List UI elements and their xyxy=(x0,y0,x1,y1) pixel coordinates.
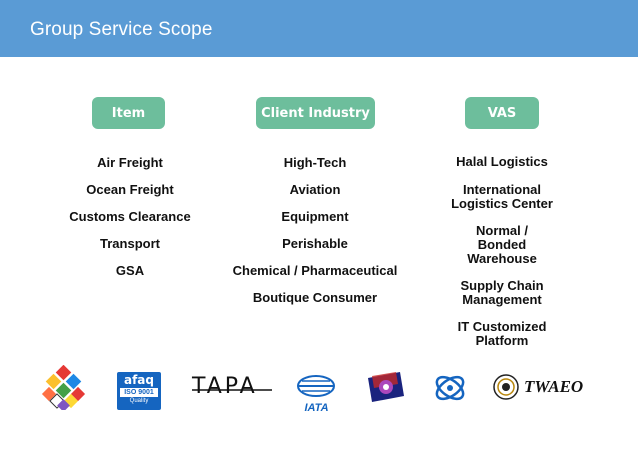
tapa-underline-icon xyxy=(192,389,272,391)
item-header-pill: Item xyxy=(92,97,165,129)
hazmat-diamonds-logo xyxy=(41,365,86,410)
list-item: Perishable xyxy=(282,236,348,251)
list-item: Air Freight xyxy=(97,155,163,170)
blue-knot-logo xyxy=(435,375,465,401)
page-title: Group Service Scope xyxy=(30,19,213,40)
list-item: Transport xyxy=(100,236,160,251)
vas-header-pill: VAS xyxy=(465,97,539,129)
client-industry-list: High-Tech Aviation Equipment Perishable … xyxy=(222,156,408,318)
list-item: Supply Chain Management xyxy=(460,278,544,307)
hazard-diamond-icon xyxy=(41,365,86,410)
list-item: International Logistics Center xyxy=(451,182,553,211)
list-item: Equipment xyxy=(281,209,349,224)
flag-emblem-logo xyxy=(368,372,404,402)
tapa-label: TAPA xyxy=(192,374,258,399)
list-item: High-Tech xyxy=(283,155,347,170)
title-bar: Group Service Scope xyxy=(0,0,638,57)
quality-label: Quality xyxy=(129,398,149,404)
vas-list: Halal Logistics International Logistics … xyxy=(436,155,568,348)
list-item: Customs Clearance xyxy=(69,209,191,224)
iso-label: ISO 9001 xyxy=(120,388,158,397)
list-item: IT Customized Platform xyxy=(457,319,547,348)
tapa-logo: TAPA xyxy=(192,376,272,400)
list-item: Halal Logistics xyxy=(456,154,548,169)
list-item: Normal / Bonded Warehouse xyxy=(467,223,537,266)
globe-icon xyxy=(297,375,335,397)
client-industry-header-pill: Client Industry xyxy=(256,97,375,129)
afaq-iso-logo: afaq ISO 9001 Quality xyxy=(117,372,161,410)
item-list: Air Freight Ocean Freight Customs Cleara… xyxy=(60,156,200,291)
tw-aeo-tw-label: TW xyxy=(524,377,549,396)
iata-logo: IATA xyxy=(294,375,339,414)
tw-aeo-aeo-label: AEO xyxy=(548,377,584,396)
list-item: Aviation xyxy=(289,182,341,197)
list-item: GSA xyxy=(115,263,145,278)
tw-aeo-logo: TWAEO xyxy=(524,377,590,399)
list-item: Ocean Freight xyxy=(86,182,174,197)
list-item: Chemical / Pharmaceutical xyxy=(232,263,398,278)
afaq-label: afaq xyxy=(123,373,154,387)
list-item: Boutique Consumer xyxy=(252,290,378,305)
seal-logo xyxy=(493,374,519,400)
iata-label: IATA xyxy=(304,402,329,414)
